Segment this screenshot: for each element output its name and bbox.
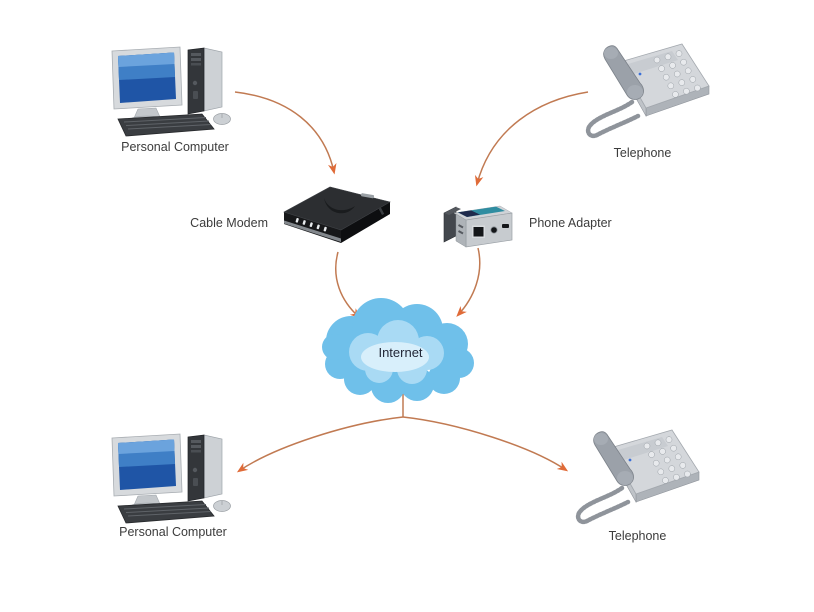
device-phone-adapter bbox=[443, 205, 513, 248]
label-cable-modem: Cable Modem bbox=[190, 216, 268, 230]
device-cable-modem bbox=[283, 186, 391, 244]
label-personal-computer-top: Personal Computer bbox=[121, 140, 229, 154]
edge-internet-to-pc-bottom bbox=[236, 416, 404, 473]
edge-cable-modem-to-internet bbox=[335, 251, 361, 319]
label-personal-computer-bottom: Personal Computer bbox=[119, 525, 227, 539]
edge-telephone-top-to-phone-adapter bbox=[474, 91, 589, 187]
label-telephone-top: Telephone bbox=[613, 146, 672, 160]
label-phone-adapter: Phone Adapter bbox=[529, 216, 612, 230]
device-telephone-bottom bbox=[578, 430, 699, 522]
label-telephone-bottom: Telephone bbox=[608, 529, 667, 543]
device-telephone-top bbox=[588, 44, 709, 136]
device-personal-computer-bottom bbox=[111, 433, 231, 524]
edge-phone-adapter-to-internet bbox=[456, 247, 481, 317]
internet-cloud bbox=[322, 298, 474, 403]
edge-pc-top-to-cable-modem bbox=[234, 91, 337, 175]
edge-internet-to-telephone-bottom bbox=[402, 416, 569, 472]
device-personal-computer-top bbox=[111, 46, 231, 137]
label-internet: Internet bbox=[378, 345, 423, 360]
